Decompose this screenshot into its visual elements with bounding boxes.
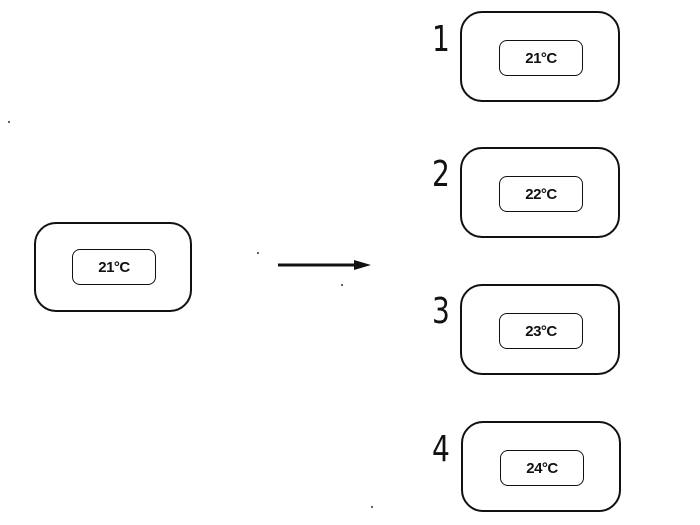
scan-speck: [257, 252, 259, 254]
option-temperature-display-1: 21°C: [499, 40, 583, 76]
option-number-4: 4: [432, 429, 450, 470]
option-number-2: 2: [432, 154, 450, 195]
scan-speck: [341, 284, 343, 286]
source-temperature-display: 21°C: [72, 249, 156, 285]
option-temperature-display-4: 24°C: [500, 450, 584, 486]
option-device-2: 22°C: [460, 147, 620, 238]
option-device-3: 23°C: [460, 284, 620, 375]
option-device-1: 21°C: [460, 11, 620, 102]
scan-speck: [371, 506, 373, 508]
option-temperature-display-3: 23°C: [499, 313, 583, 349]
option-number-3: 3: [432, 291, 450, 332]
option-temperature-display-2: 22°C: [499, 176, 583, 212]
option-device-4: 24°C: [461, 421, 621, 512]
scan-speck: [8, 121, 10, 123]
arrow-right-icon: [278, 260, 371, 270]
option-number-1: 1: [432, 19, 450, 60]
source-device: 21°C: [34, 222, 192, 312]
